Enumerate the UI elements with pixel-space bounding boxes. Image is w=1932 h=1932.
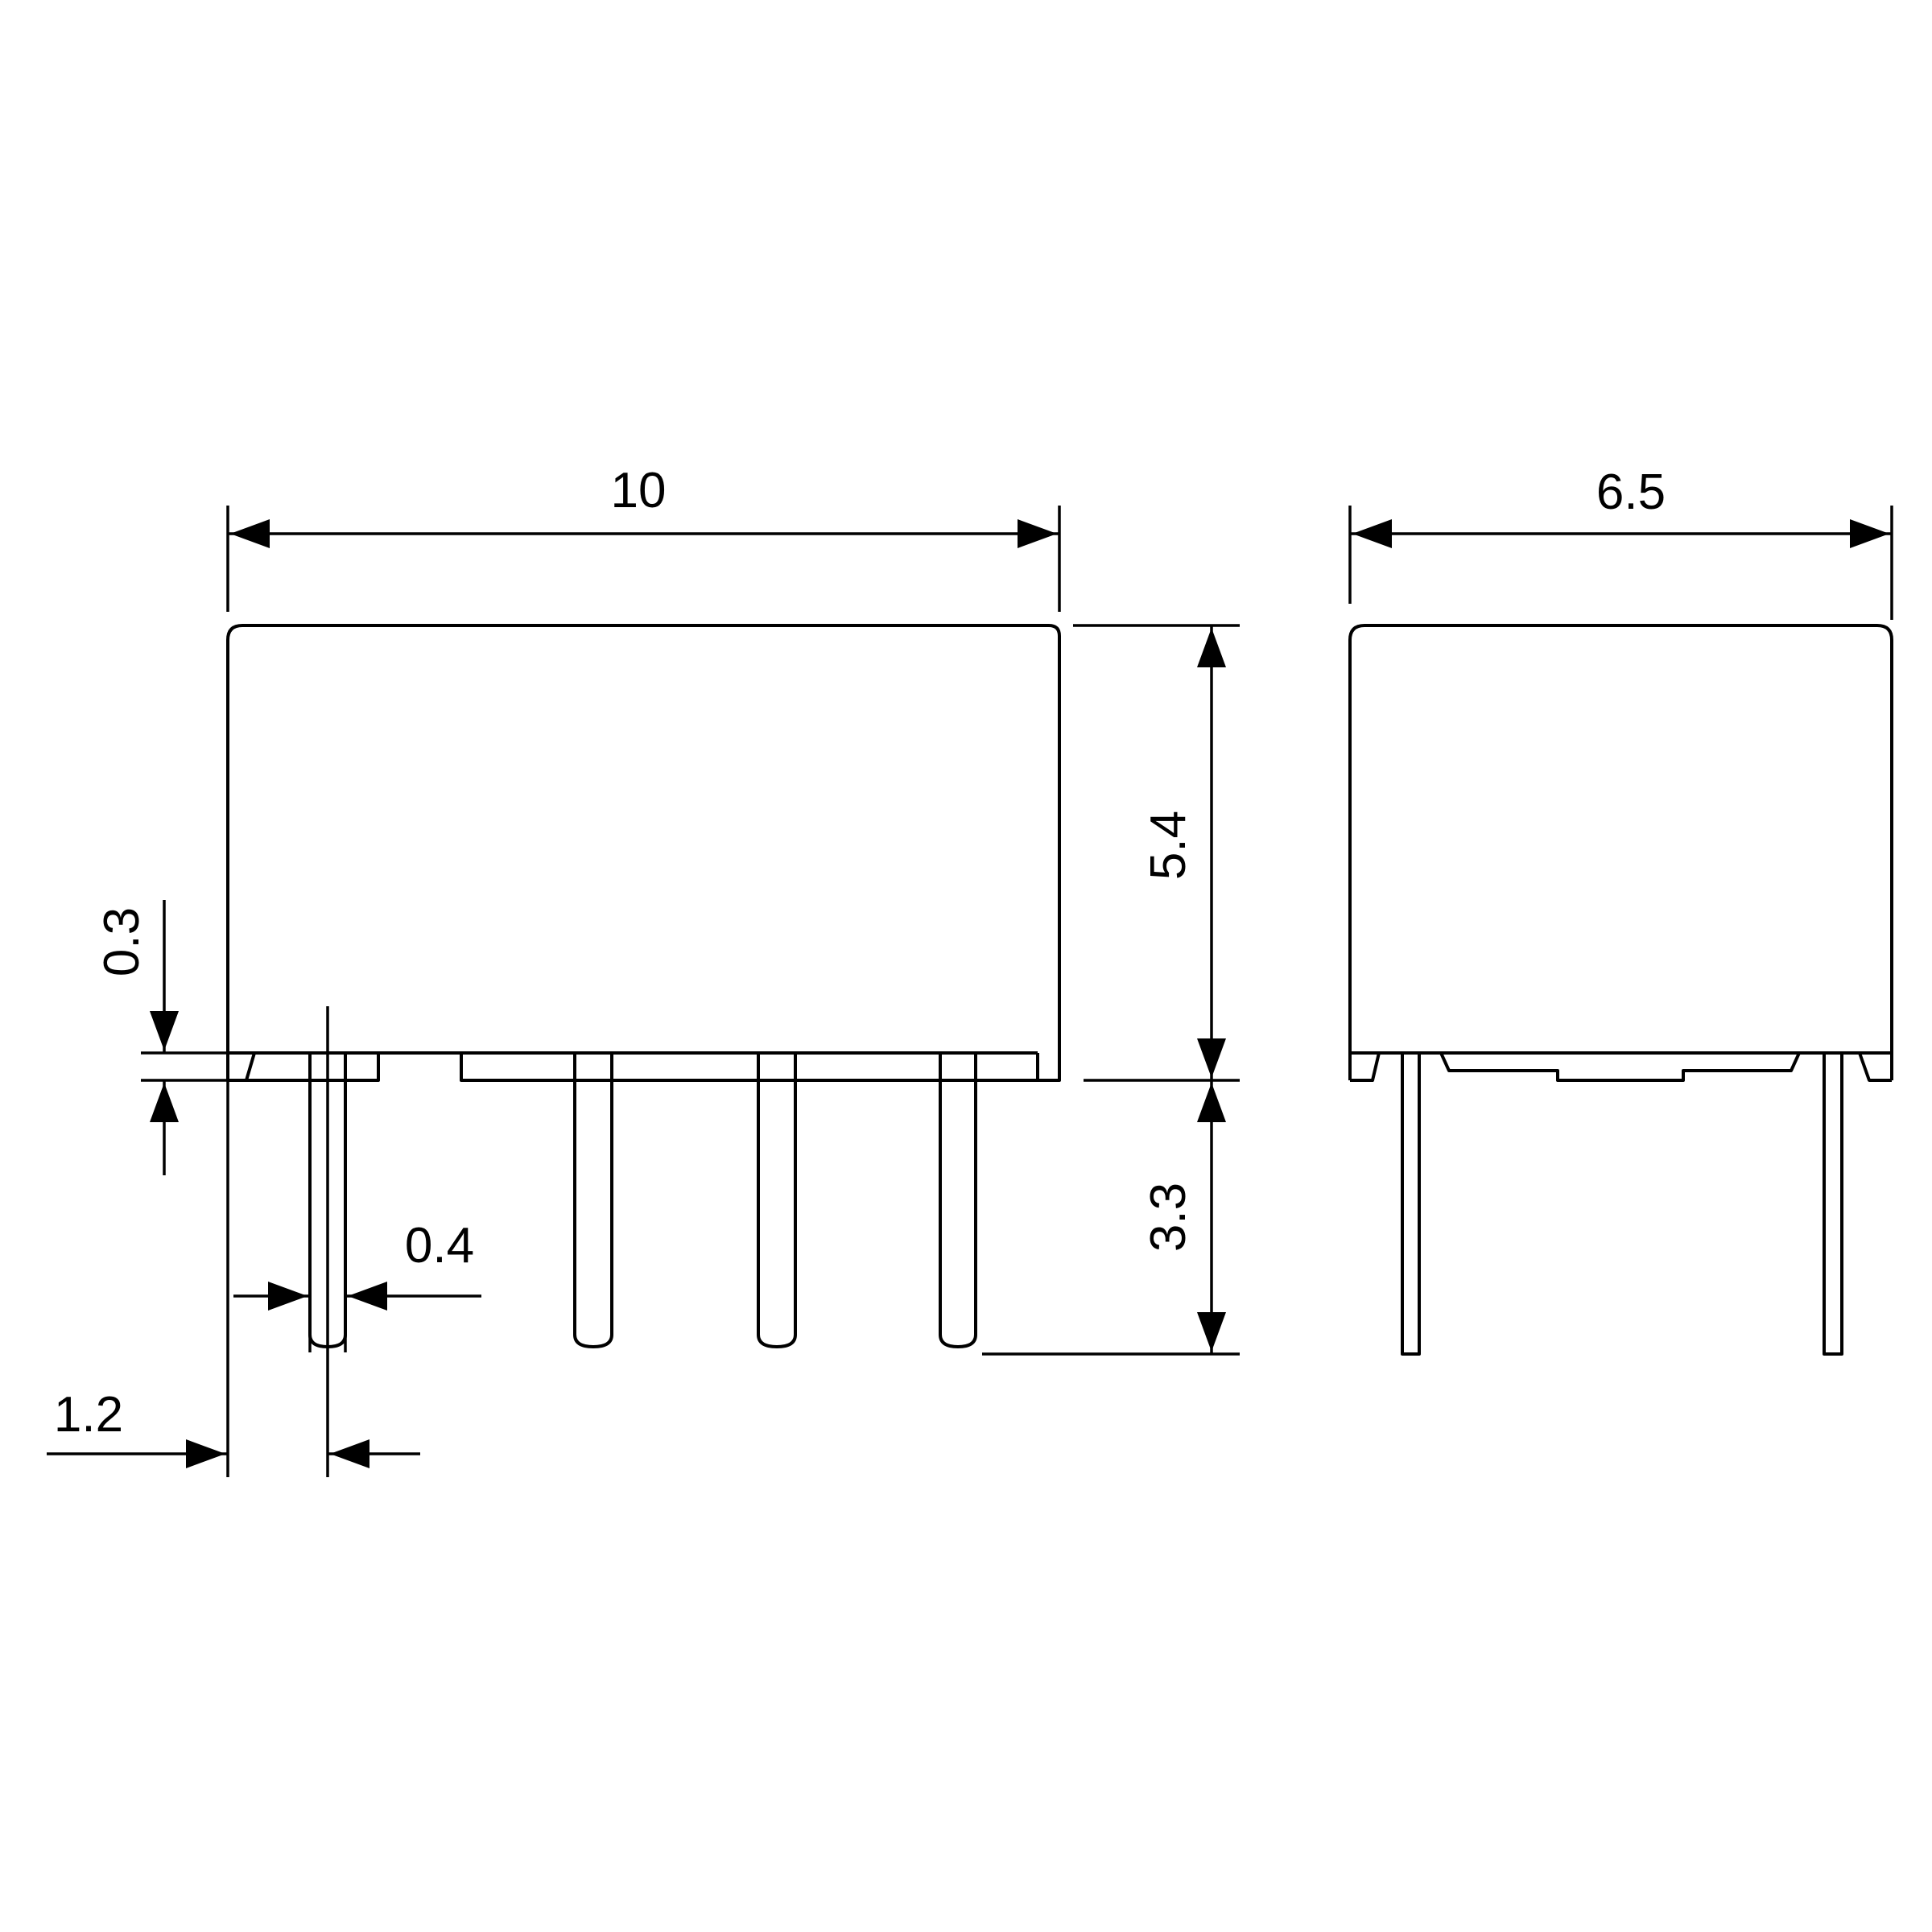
arrowhead xyxy=(348,1282,387,1311)
arrowhead xyxy=(1850,519,1889,548)
arrowhead xyxy=(330,1439,369,1468)
front-pin-4 xyxy=(939,1053,977,1348)
pin-offset-label: 1.2 xyxy=(54,1387,123,1443)
side-body-outline xyxy=(1348,624,1893,1080)
arrowhead xyxy=(1018,519,1057,548)
front-base-profile xyxy=(228,1051,1039,1082)
front-pin-2 xyxy=(573,1053,613,1348)
dimension-heights: 5.4 3.3 xyxy=(982,624,1240,1356)
dimension-pin-width: 0.4 xyxy=(233,1218,481,1352)
width-label: 6.5 xyxy=(1596,464,1666,520)
front-base-step-right xyxy=(1038,1053,1061,1082)
arrowhead xyxy=(150,1083,179,1122)
front-body-outline xyxy=(226,624,1061,1080)
arrowhead xyxy=(230,519,270,548)
arrowhead xyxy=(1352,519,1392,548)
dimension-width: 6.5 xyxy=(1348,464,1893,620)
arrowhead xyxy=(150,1011,179,1051)
front-standoff-left xyxy=(228,1051,378,1081)
dimension-pin-offset: 1.2 xyxy=(47,1006,420,1477)
side-pin-right xyxy=(1823,1053,1843,1356)
arrowhead xyxy=(268,1282,308,1311)
side-view xyxy=(1348,624,1893,1356)
body-height-label: 5.4 xyxy=(1141,811,1196,880)
pin-length-label: 3.3 xyxy=(1141,1183,1196,1252)
arrowhead xyxy=(1197,1038,1226,1078)
pin-width-label: 0.4 xyxy=(405,1218,474,1274)
arrowhead xyxy=(1197,628,1226,667)
side-base-profile xyxy=(1350,1052,1892,1082)
front-pin-3 xyxy=(757,1053,797,1348)
arrowhead xyxy=(186,1439,225,1468)
dimension-length: 10 xyxy=(226,463,1061,612)
length-label: 10 xyxy=(611,463,667,518)
dimension-standoff: 0.3 xyxy=(94,900,378,1175)
arrowhead xyxy=(1197,1312,1226,1352)
front-view xyxy=(226,624,1061,1348)
side-pin-left xyxy=(1401,1053,1421,1356)
arrowhead xyxy=(1197,1083,1226,1122)
standoff-label: 0.3 xyxy=(94,907,150,976)
